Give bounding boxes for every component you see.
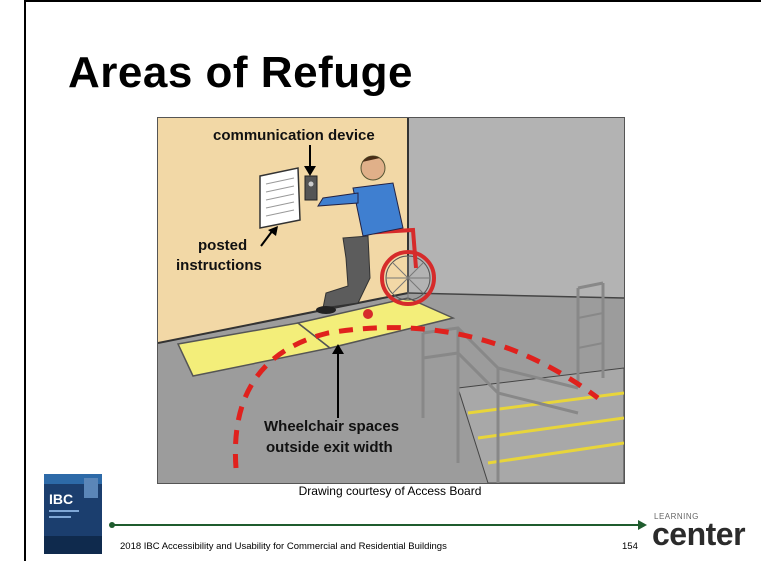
sign-text-line: [265, 177, 295, 185]
footer-course-title: 2018 IBC Accessibility and Usability for…: [120, 541, 447, 552]
device-button: [308, 181, 314, 187]
wall-base: [158, 292, 409, 344]
slide-frame-left: [24, 0, 26, 561]
book-label: IBC: [49, 491, 73, 507]
learning-center-logo: LEARNING center: [652, 512, 750, 552]
sign-text-line: [265, 185, 295, 193]
footer-divider: [108, 518, 648, 536]
label-wheelchair-line2: outside exit width: [266, 439, 393, 456]
arrow-head: [304, 166, 316, 176]
drawing-caption: Drawing courtesy of Access Board: [298, 484, 482, 498]
logo-learning-text: LEARNING: [654, 512, 699, 521]
slide-frame-top: [24, 0, 761, 2]
sign-text-line: [265, 193, 295, 201]
arrow-head: [332, 344, 344, 354]
sign-text-line: [265, 209, 295, 217]
ibc-book-cover: IBC: [44, 474, 102, 554]
drawing-svg: communication device posted instructions…: [158, 118, 624, 483]
label-wheelchair-line1: Wheelchair spaces: [264, 418, 399, 435]
label-communication-device: communication device: [213, 127, 375, 144]
communication-device: [304, 175, 318, 201]
posted-instructions-sign: [259, 167, 301, 229]
side-wall: [408, 118, 624, 298]
exit-stairway: [421, 281, 624, 483]
page-number: 154: [622, 541, 638, 552]
logo-center-text: center: [652, 516, 746, 552]
label-posted-line2: instructions: [176, 257, 262, 274]
arrow-head: [268, 226, 278, 236]
sign-text-line: [265, 201, 295, 209]
wheelchair-space-right: [296, 297, 456, 349]
label-posted-line1: posted: [198, 237, 247, 254]
slide-title: Areas of Refuge: [68, 48, 413, 97]
side-wall-base: [407, 292, 624, 299]
arrow-posted: [260, 229, 274, 247]
person-in-wheelchair: [316, 155, 436, 319]
refuge-area-drawing: communication device posted instructions…: [157, 117, 625, 484]
